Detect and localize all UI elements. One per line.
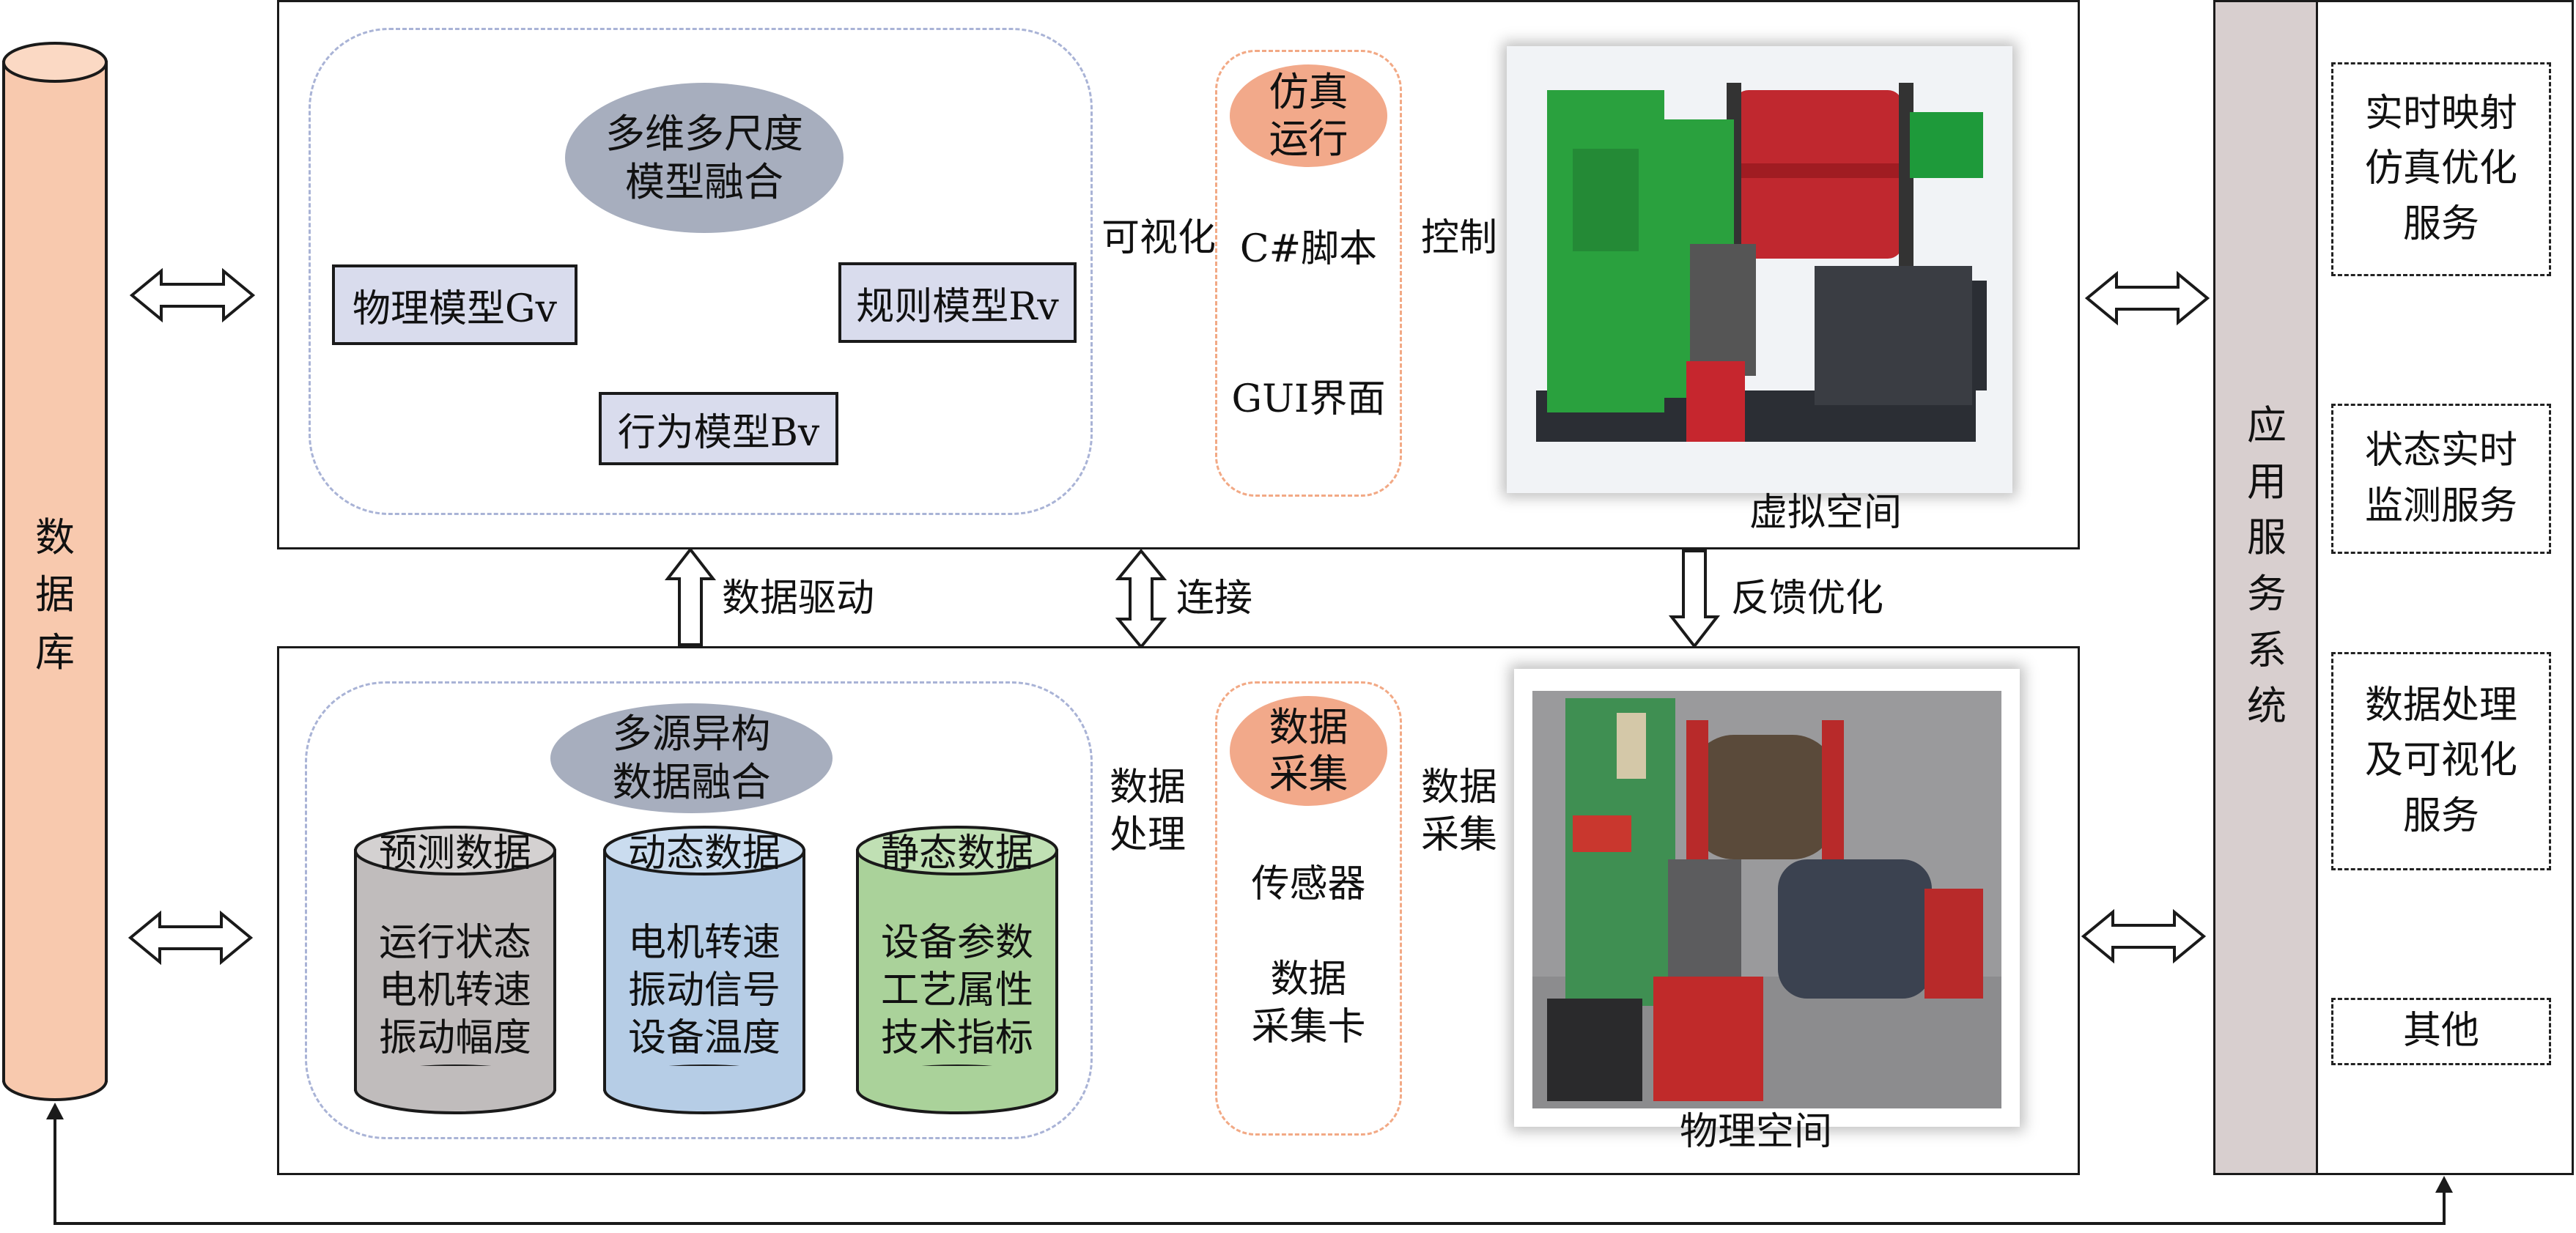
- sim-run-label: 仿真 运行: [1269, 69, 1348, 162]
- predict-item-3: 振动幅度: [378, 1016, 531, 1060]
- database-cylinder: 数据库: [0, 40, 110, 1106]
- service-state-monitor: 状态实时 监测服务: [2331, 404, 2551, 554]
- loop-arrowhead-left: [46, 1103, 64, 1119]
- double-arrow-physical-app: [2081, 908, 2207, 964]
- virtual-winch-model: [1507, 46, 2012, 493]
- service-realtime-mapping-label: 实时映射 仿真优化 服务: [2364, 91, 2517, 246]
- arrow-feedback: [1668, 549, 1721, 649]
- database-cylinder-shape: [2, 42, 108, 1101]
- gui-label: GUI界面: [1231, 377, 1386, 421]
- sensor-label: 传感器: [1251, 862, 1366, 906]
- double-arrow-db-physical: [128, 910, 254, 966]
- arrow-connect: [1115, 548, 1167, 650]
- physical-machine-image: [1514, 669, 2020, 1127]
- data-fusion-ellipse: 多源异构 数据融合: [550, 703, 833, 813]
- collection-region: [1215, 681, 1402, 1136]
- physical-model-label: 物理模型Gv: [353, 286, 557, 331]
- collect-label: 数据 采集: [1269, 704, 1348, 797]
- data-fusion-region: [305, 681, 1093, 1139]
- behavior-model-label: 行为模型Bv: [617, 410, 820, 455]
- service-realtime-mapping: 实时映射 仿真优化 服务: [2331, 62, 2551, 276]
- predict-item-2: 电机转速: [378, 969, 531, 1012]
- static-data-cylinder: 静态数据 设备参数 工艺属性 技术指标: [855, 824, 1060, 1117]
- arrow-data-driven: [664, 547, 717, 646]
- virtual-space-panel: 多维多尺度 模型融合 物理模型Gv 规则模型Rv 行为模型Bv 可视化 仿真 运…: [277, 0, 2080, 549]
- predict-data-cylinder: 预测数据 运行状态 电机转速 振动幅度: [353, 824, 558, 1117]
- feedback-label: 反馈优化: [1731, 577, 1884, 621]
- app-system-panel: 应用服务系统 实时映射 仿真优化 服务 状态实时 监测服务 数据处理 及可视化 …: [2213, 0, 2574, 1175]
- static-item-3: 技术指标: [880, 1016, 1033, 1060]
- card-label: 数据 采集卡: [1251, 958, 1366, 1049]
- predict-item-1: 运行状态: [378, 921, 531, 965]
- dynamic-data-cylinder: 动态数据 电机转速 振动信号 设备温度: [602, 824, 807, 1117]
- double-arrow-db-virtual: [129, 267, 256, 323]
- static-item-2: 工艺属性: [880, 969, 1033, 1012]
- service-data-processing: 数据处理 及可视化 服务: [2331, 652, 2551, 870]
- service-data-processing-label: 数据处理 及可视化 服务: [2364, 683, 2517, 838]
- database-label: 数据库: [35, 514, 75, 675]
- virtual-space-label: 虚拟空间: [1749, 491, 1902, 535]
- service-state-monitor-label: 状态实时 监测服务: [2364, 429, 2517, 528]
- predict-data-cylinder-shape: [354, 826, 556, 1114]
- double-arrow-virtual-app: [2084, 270, 2210, 326]
- static-data-title: 静态数据: [880, 832, 1033, 875]
- physical-space-panel: 多源异构 数据融合 预测数据 运行状态 电机转速 振动幅度 动态数据 电机转速 …: [277, 646, 2080, 1175]
- model-fusion-region: [309, 28, 1093, 515]
- dynamic-item-1: 电机转速: [627, 921, 780, 965]
- simulation-region: [1215, 50, 1402, 497]
- dynamic-item-3: 设备温度: [627, 1016, 780, 1060]
- visualize-label: 可视化: [1101, 216, 1216, 260]
- service-other-label: 其他: [2402, 1009, 2479, 1054]
- dynamic-data-cylinder-shape: [603, 826, 805, 1114]
- model-fusion-label: 多维多尺度 模型融合: [605, 110, 803, 205]
- data-driven-label: 数据驱动: [722, 577, 875, 621]
- service-other: 其他: [2331, 998, 2551, 1065]
- rule-model-label: 规则模型Rv: [856, 284, 1059, 329]
- data-fusion-label: 多源异构 数据融合: [612, 711, 771, 805]
- collect-ellipse: 数据 采集: [1230, 696, 1387, 806]
- control-label: 控制: [1420, 216, 1497, 260]
- static-item-1: 设备参数: [880, 921, 1033, 965]
- static-data-cylinder-shape: [856, 826, 1058, 1114]
- sim-run-ellipse: 仿真 运行: [1230, 64, 1387, 167]
- model-fusion-ellipse: 多维多尺度 模型融合: [565, 83, 844, 233]
- physical-winch-photo: [1532, 691, 2001, 1108]
- virtual-machine-image: [1507, 46, 2012, 493]
- collect-arrow-label: 数据 采集: [1420, 766, 1497, 857]
- process-label: 数据 处理: [1109, 766, 1186, 857]
- loop-arrowhead-right: [2435, 1176, 2453, 1193]
- dynamic-item-2: 振动信号: [627, 969, 780, 1012]
- script-label: C#脚本: [1239, 227, 1378, 271]
- physical-space-label: 物理空间: [1679, 1110, 1832, 1154]
- app-system-sidebar: [2215, 2, 2318, 1173]
- dynamic-data-title: 动态数据: [627, 832, 780, 875]
- connect-label: 连接: [1176, 577, 1253, 621]
- behavior-model-box: 行为模型Bv: [599, 392, 838, 465]
- predict-data-title: 预测数据: [378, 832, 531, 875]
- rule-model-box: 规则模型Rv: [838, 262, 1077, 343]
- physical-model-box: 物理模型Gv: [332, 264, 577, 345]
- app-system-label: 应用服务系统: [2247, 402, 2287, 730]
